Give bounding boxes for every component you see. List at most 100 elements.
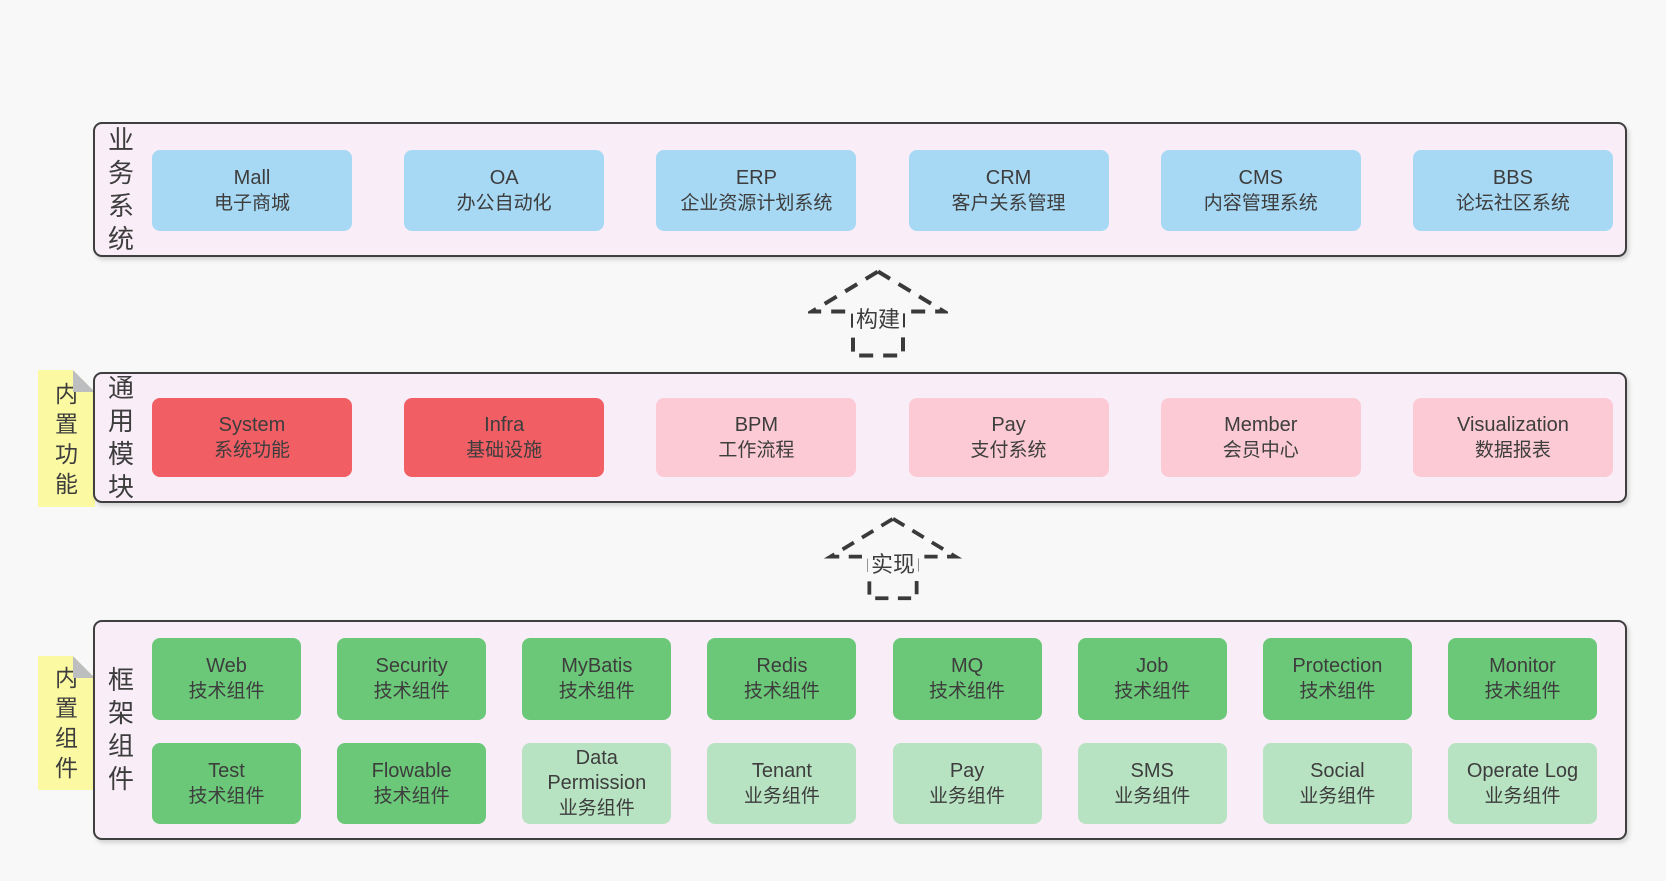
- box-title: Member: [1224, 413, 1298, 436]
- box-oa: OA 办公自动化: [404, 150, 605, 231]
- box-subtitle: 业务组件: [1299, 785, 1376, 807]
- box-title: MQ: [950, 655, 984, 677]
- box-security: Security 技术组件: [337, 638, 487, 720]
- box-subtitle: 内容管理系统: [1203, 192, 1318, 214]
- box-data-permission: Data Permission 业务组件: [522, 743, 672, 824]
- box-title: Pay: [949, 759, 985, 782]
- box-operate-log: Operate Log 业务组件: [1447, 743, 1597, 824]
- box-title: Mall: [233, 166, 271, 189]
- box-title: Social: [1310, 759, 1365, 782]
- box-title: Security: [375, 655, 448, 677]
- box-title: Data Permission: [547, 747, 647, 794]
- box-title: Operate Log: [1466, 759, 1579, 782]
- sticky-note-built-in-functions: 内置功能: [38, 370, 95, 507]
- arrow-implement-up: 实现: [823, 515, 963, 602]
- box-title: Pay: [991, 413, 1026, 436]
- box-subtitle: 业务组件: [1484, 785, 1561, 807]
- box-subtitle: 业务组件: [1114, 785, 1191, 807]
- note-fold-corner-icon: [73, 656, 95, 678]
- box-title: Protection: [1292, 655, 1383, 677]
- box-title: BPM: [734, 413, 779, 436]
- box-title: Redis: [756, 655, 808, 677]
- box-subtitle: 技术组件: [1114, 681, 1191, 702]
- box-subtitle: 办公自动化: [456, 192, 552, 214]
- box-member: Member 会员中心: [1160, 398, 1361, 477]
- panel-side-label: 框架组件: [107, 665, 134, 794]
- box-title: Visualization: [1456, 413, 1569, 436]
- box-subtitle: 论坛社区系统: [1455, 192, 1570, 214]
- box-title: Job: [1136, 655, 1169, 677]
- box-flowable: Flowable 技术组件: [337, 743, 487, 824]
- box-subtitle: 系统功能: [213, 439, 290, 461]
- box-web: Web 技术组件: [152, 638, 301, 720]
- arrow-label: 构建: [852, 302, 904, 335]
- box-subtitle: 客户关系管理: [951, 192, 1066, 214]
- box-tenant: Tenant 业务组件: [707, 743, 857, 824]
- box-title: MyBatis: [561, 655, 633, 677]
- box-subtitle: 技术组件: [743, 681, 820, 702]
- box-subtitle: 技术组件: [373, 681, 450, 702]
- box-subtitle: 支付系统: [970, 439, 1047, 461]
- box-subtitle: 企业资源计划系统: [680, 192, 833, 214]
- panel-common-modules: 通用模块 System 系统功能 Infra 基础设施 BPM 工作流程 Pay 支付系统 Me…: [93, 372, 1627, 503]
- note-fold-corner-icon: [73, 370, 95, 392]
- sticky-note-built-in-components: 内置组件: [38, 656, 95, 790]
- box-subtitle: 技术组件: [373, 785, 450, 807]
- box-title: Infra: [484, 413, 525, 436]
- box-subtitle: 电子商城: [213, 192, 290, 214]
- box-bpm: BPM 工作流程: [656, 398, 857, 477]
- box-mq: MQ 技术组件: [892, 638, 1042, 720]
- box-infra: Infra 基础设施: [404, 398, 605, 477]
- box-system: System 系统功能: [152, 398, 352, 477]
- arrow-label: 实现: [867, 546, 919, 579]
- panel-side-label: 业务系统: [107, 124, 134, 254]
- box-subtitle: 会员中心: [1222, 439, 1299, 461]
- box-pay: Pay 支付系统: [908, 398, 1109, 477]
- box-subtitle: 技术组件: [188, 681, 265, 702]
- box-job: Job 技术组件: [1077, 638, 1227, 720]
- box-subtitle: 基础设施: [466, 439, 543, 461]
- box-title: Flowable: [371, 759, 452, 782]
- box-subtitle: 工作流程: [718, 439, 795, 461]
- box-mall: Mall 电子商城: [152, 150, 352, 231]
- note-text: 内置组件: [55, 665, 78, 781]
- box-social: Social 业务组件: [1262, 743, 1412, 824]
- box-subtitle: 技术组件: [188, 785, 265, 807]
- block-arrow-up-icon: [808, 269, 948, 358]
- box-subtitle: 业务组件: [743, 785, 820, 807]
- panel-side-label: 通用模块: [107, 372, 134, 502]
- box-subtitle: 技术组件: [929, 681, 1006, 702]
- box-subtitle: 技术组件: [1484, 681, 1561, 702]
- box-subtitle: 业务组件: [558, 798, 635, 819]
- box-redis: Redis 技术组件: [707, 638, 857, 720]
- block-arrow-up-icon: [823, 516, 963, 601]
- box-title: ERP: [735, 166, 777, 189]
- box-title: Test: [208, 759, 245, 782]
- box-title: BBS: [1492, 166, 1533, 189]
- box-protection: Protection 技术组件: [1262, 638, 1412, 720]
- arrow-build-up: 构建: [808, 267, 948, 360]
- box-test: Test 技术组件: [152, 743, 301, 824]
- box-title: Web: [206, 655, 247, 677]
- box-title: System: [218, 413, 286, 436]
- box-title: OA: [489, 166, 519, 189]
- box-title: Tenant: [751, 759, 812, 782]
- note-text: 内置功能: [55, 380, 78, 497]
- box-subtitle: 技术组件: [1299, 681, 1376, 702]
- box-bbs: BBS 论坛社区系统: [1412, 150, 1613, 231]
- box-title: Monitor: [1489, 655, 1556, 677]
- box-row: System 系统功能 Infra 基础设施 BPM 工作流程 Pay 支付系统 Member 会…: [152, 398, 1613, 477]
- box-erp: ERP 企业资源计划系统: [656, 150, 857, 231]
